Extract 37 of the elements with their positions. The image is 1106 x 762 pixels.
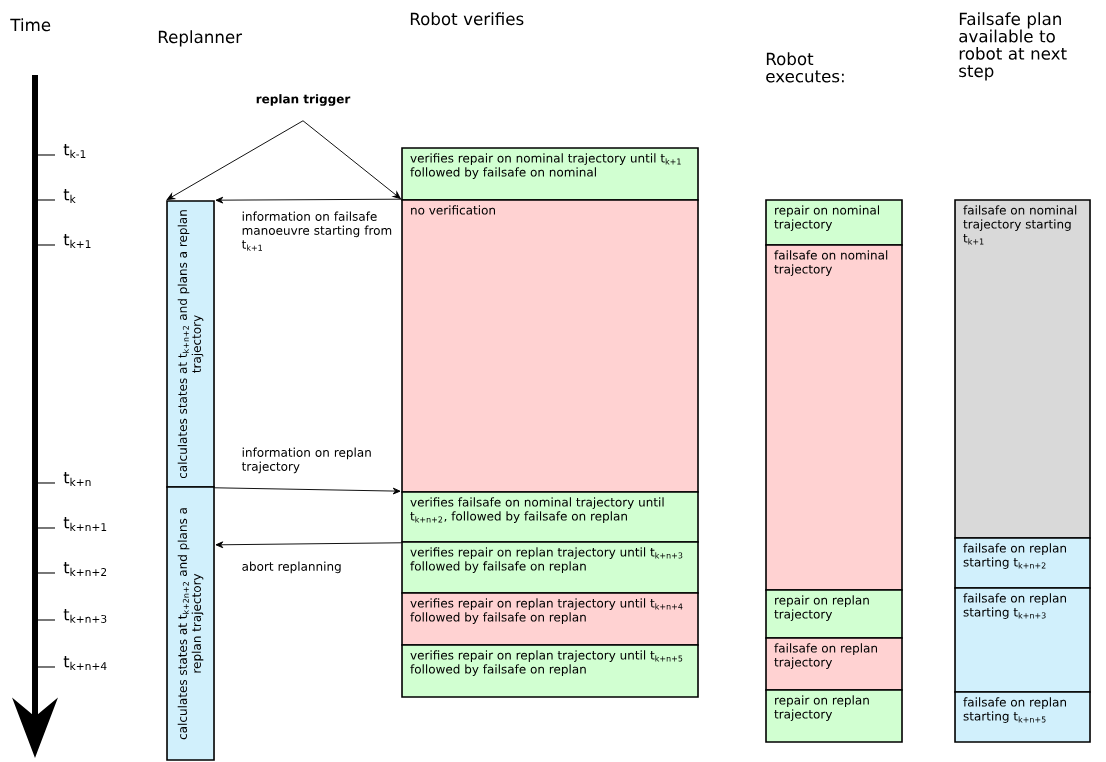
arrow xyxy=(302,120,401,199)
column-header: Failsafe plan available to robot at next step xyxy=(959,12,1067,81)
timeline-box: calculates states at t$_{k+2n+2}$ and plans a replan trajectory xyxy=(166,486,215,761)
tick-label: t$_{k-1}$ xyxy=(63,144,86,158)
timeline-box: failsafe on nominal trajectory starting t$_{k+1}$ xyxy=(954,199,1091,539)
edge-label: information on replan trajectory xyxy=(241,447,371,474)
edge-label: abort replanning xyxy=(242,561,341,574)
tick-label: t$_{k+n}$ xyxy=(63,472,91,486)
edge-label: information on failsafe manoeuvre starting from t$_{k+1}$ xyxy=(241,211,392,251)
timeline-box: verifies failsafe on nominal trajectory until t$_{k+n+2}$, followed by failsafe on replan xyxy=(401,491,699,543)
arrow xyxy=(215,196,402,204)
timeline-box: verifies repair on nominal trajectory until t$_{k+1}$ followed by failsafe on nominal xyxy=(401,147,699,201)
tick-label: t$_{k+n+3}$ xyxy=(63,609,107,623)
tick-label: t$_{k+1}$ xyxy=(63,234,91,248)
tick-label: t$_{k+n+1}$ xyxy=(63,517,107,531)
column-header: Robot executes: xyxy=(766,52,844,83)
column-header: Time xyxy=(10,18,51,32)
timeline-box: failsafe on replan trajectory xyxy=(765,637,903,691)
column-header: Replanner xyxy=(158,30,243,47)
arrow xyxy=(215,541,402,549)
timeline-box: no verification xyxy=(401,199,699,493)
tick-label: t$_{k+n+2}$ xyxy=(63,562,107,576)
timeline-box: repair on replan trajectory xyxy=(765,589,903,639)
timeline-box: failsafe on replan starting t$_{k+n+2}$ xyxy=(954,537,1091,589)
timeline-box: verifies repair on replan trajectory until t$_{k+n+4}$ followed by failsafe on replan xyxy=(401,592,699,646)
timeline-box: repair on nominal trajectory xyxy=(765,199,903,246)
timeline-box: failsafe on replan starting t$_{k+n+5}$ xyxy=(954,691,1091,743)
timeline-box: verifies repair on replan trajectory until t$_{k+n+3}$ followed by failsafe on replan xyxy=(401,541,699,594)
arrow xyxy=(214,487,401,495)
tick-label: t$_{k+n+4}$ xyxy=(63,656,107,670)
column-header: Robot verifies xyxy=(410,12,524,26)
annotation-text: replan trigger xyxy=(256,94,351,106)
timeline-box: verifies repair on replan trajectory until t$_{k+n+5}$ followed by failsafe on replan xyxy=(401,644,699,698)
timeline-box: repair on replan trajectory xyxy=(765,689,903,743)
timeline-box: failsafe on nominal trajectory xyxy=(765,244,903,591)
tick-label: t$_{k}$ xyxy=(63,189,76,203)
arrow xyxy=(166,120,304,201)
